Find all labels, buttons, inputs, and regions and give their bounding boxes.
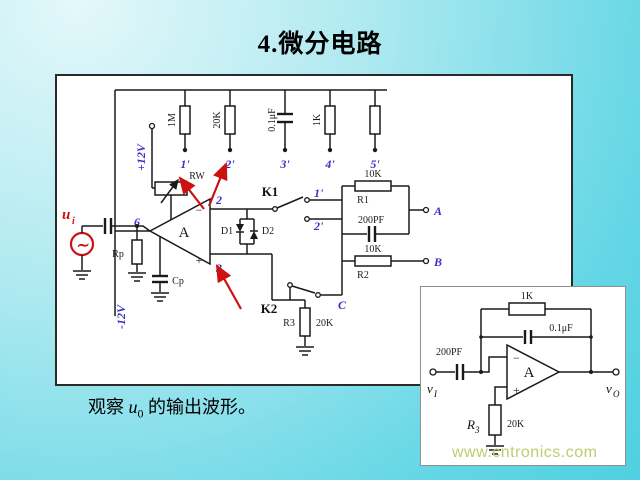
pin-2-number: 2 — [215, 193, 222, 207]
vout-subscript: O — [613, 389, 620, 399]
signal-source: ∼ u i — [62, 207, 151, 280]
ground-symbol — [73, 270, 91, 280]
ground-symbol — [296, 346, 314, 356]
ground-symbol — [151, 292, 169, 302]
r1-label: R1 — [357, 195, 369, 206]
value-label: 20K — [212, 111, 223, 129]
inset-opamp-label: A — [524, 365, 535, 381]
caption: 观察 u0 的输出波形。 — [88, 393, 256, 422]
diode2-label: D2 — [262, 226, 274, 237]
inset-r3-value: 20K — [507, 419, 525, 430]
node-b-label: B — [433, 255, 442, 269]
terminal-number: 1' — [180, 157, 190, 171]
k2-label: K2 — [261, 301, 278, 316]
supply-label: +12V — [134, 143, 148, 171]
value-label: 1M — [167, 113, 178, 127]
node-c-label: C — [338, 298, 347, 312]
pot-label: RW — [189, 171, 205, 182]
diode-pair: D1 D2 — [221, 209, 274, 254]
diode1-label: D1 — [221, 226, 233, 237]
inset-feedback: 1K 0.1μF — [479, 291, 593, 372]
r3-label: R3 — [283, 318, 295, 329]
red-arrow-icon — [207, 161, 228, 207]
top-capacitor-0.1uf: 0.1μF 3' — [267, 90, 293, 171]
minus-input-sign: − — [196, 203, 203, 217]
vout-label: v — [606, 381, 612, 396]
top-resistor-20k: 20K 2' — [212, 90, 236, 171]
capacitor-cp: Cp — [151, 237, 184, 302]
cap-200pf-value: 200PF — [358, 215, 385, 226]
inset-circuit-panel: 1K 0.1μF 200PF v I A − + — [420, 286, 626, 466]
inset-input: 200PF v I — [427, 347, 507, 399]
caption-prefix: 观察 — [88, 397, 129, 417]
r2-label: R2 — [357, 270, 369, 281]
top-resistor-1k: 1K 4' — [312, 90, 336, 171]
watermark: www.cntronics.com — [452, 444, 598, 461]
caption-subscript: 0 — [137, 406, 144, 421]
main-circuit-diagram: 1M 1' 20K 2' 0.1μF 3' 1K 4' — [62, 89, 442, 356]
positive-supply: +12V — [134, 122, 156, 189]
caption-suffix: 的输出波形。 — [143, 397, 256, 417]
r2-value: 10K — [364, 244, 382, 255]
cp-label: Cp — [172, 276, 184, 287]
value-label: 0.1μF — [267, 108, 278, 132]
top-resistor-1m: 1M 1' — [167, 90, 191, 171]
inset-r3: R 3 20K — [466, 386, 525, 455]
annotation-arrows — [178, 161, 242, 310]
ground-symbol — [486, 445, 504, 455]
feedback-network: 10K R1 A 200PF 10K R2 B — [341, 169, 442, 295]
terminal-number: 3' — [279, 157, 290, 171]
fb-resistor-value: 1K — [521, 291, 534, 302]
inset-output: v O — [559, 368, 620, 399]
fb-cap-value: 0.1μF — [549, 323, 573, 334]
inset-opamp: A − + — [506, 343, 561, 401]
opamp-label: A — [179, 225, 190, 241]
terminal-number: 5' — [370, 157, 380, 171]
k1-terminal-1: 1' — [314, 186, 324, 200]
plus-input-sign: + — [196, 253, 203, 267]
r1-value: 10K — [364, 169, 382, 180]
ac-wave-symbol: ∼ — [76, 238, 89, 254]
source-label-sub: i — [72, 216, 75, 227]
resistor-r3: R3 20K — [283, 299, 334, 356]
inset-r3-subscript: 3 — [474, 425, 480, 435]
in-cap-value: 200PF — [436, 347, 463, 358]
ground-symbol — [128, 272, 146, 282]
value-label: 1K — [312, 113, 323, 126]
top-resistor-5: 5' — [369, 90, 381, 171]
main-circuit-panel: 1M 1' 20K 2' 0.1μF 3' 1K 4' — [55, 74, 573, 386]
source-label: u — [62, 207, 70, 223]
inset-minus-sign: − — [513, 351, 520, 365]
terminal-number: 2' — [224, 157, 235, 171]
inset-plus-sign: + — [513, 383, 520, 397]
vin-label: v — [427, 381, 433, 396]
slide-title: 4.微分电路 — [257, 31, 383, 58]
red-arrow-icon — [215, 264, 242, 310]
pin-6-number: 6 — [134, 215, 140, 229]
red-arrow-icon — [178, 176, 205, 210]
switch-k2: K2 C — [261, 254, 347, 316]
terminal-number: 4' — [324, 157, 335, 171]
resistor-rp: Rp — [112, 224, 146, 282]
node-a-label: A — [433, 204, 442, 218]
negative-supply-label: -12V — [114, 304, 128, 329]
caption-variable: u — [128, 397, 138, 417]
inset-r3-label: R — [466, 417, 475, 432]
switch-k1: K1 1' 2' — [262, 184, 342, 233]
k1-terminal-2: 2' — [313, 219, 324, 233]
k1-label: K1 — [262, 184, 279, 199]
rp-label: Rp — [112, 249, 124, 260]
r3-value: 20K — [316, 318, 334, 329]
inset-circuit-diagram: 1K 0.1μF 200PF v I A − + — [427, 291, 620, 455]
supply-bus — [114, 89, 387, 316]
vin-subscript: I — [433, 389, 438, 399]
